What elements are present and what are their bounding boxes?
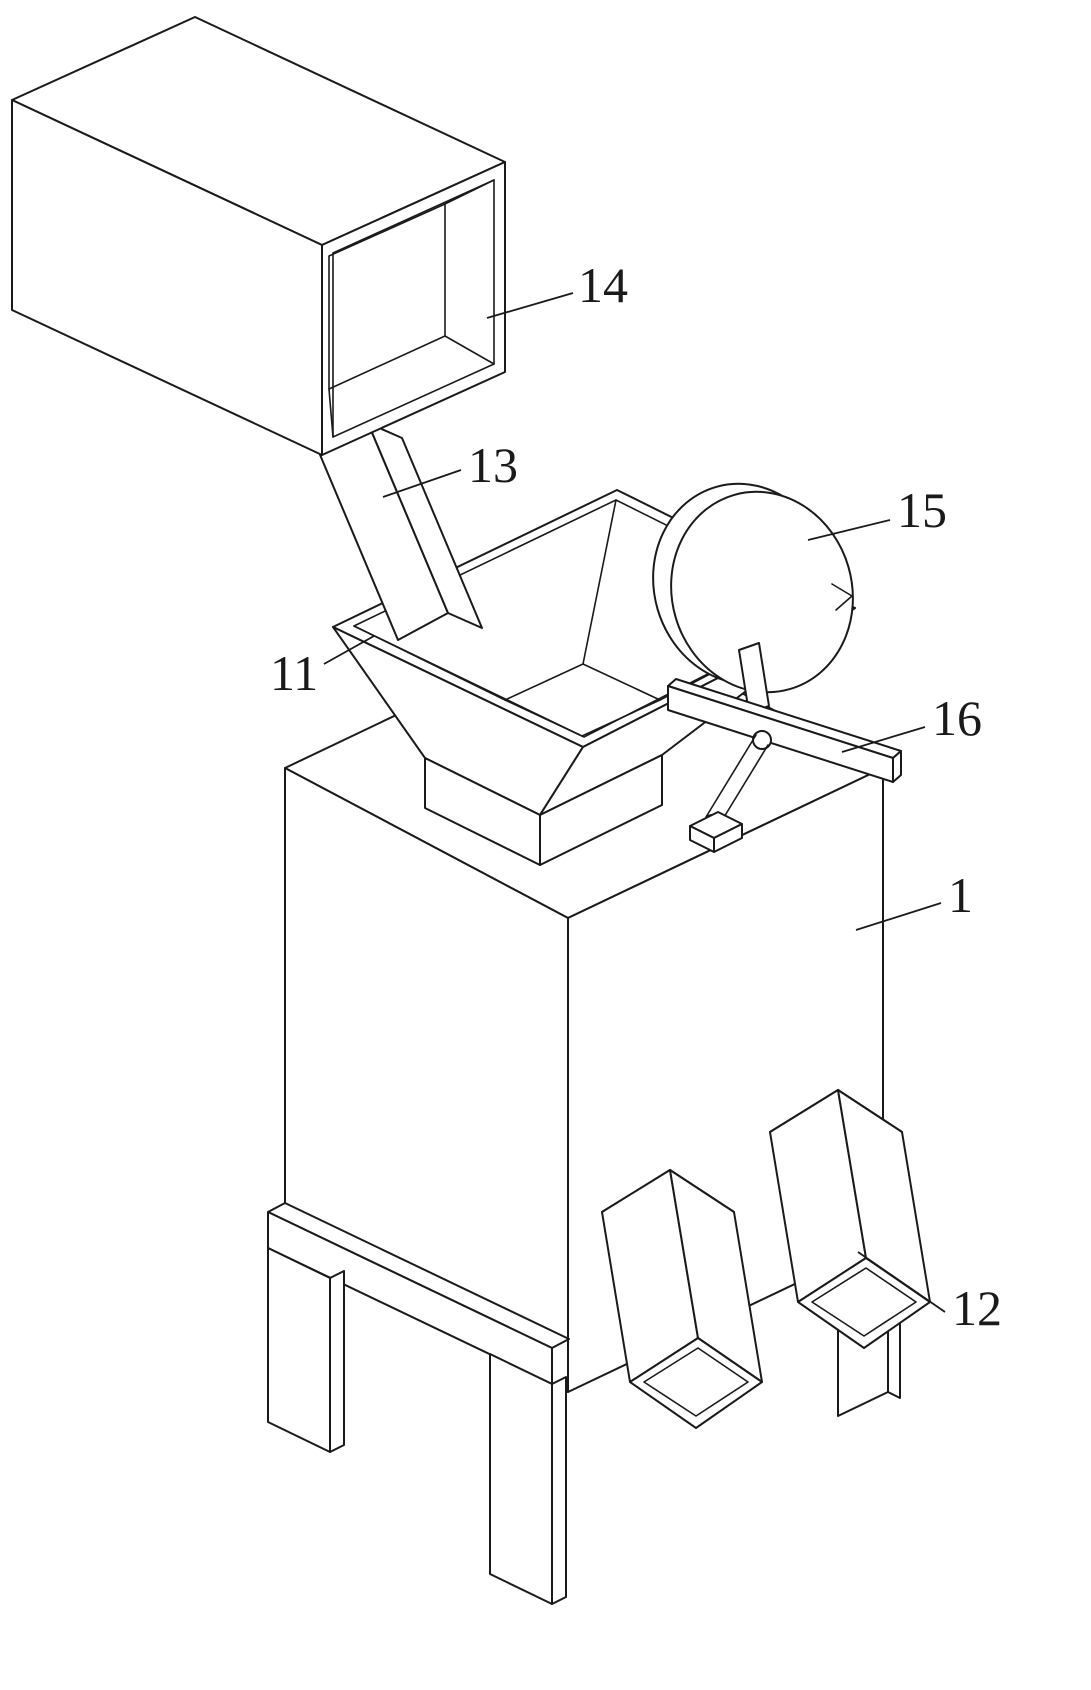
part-labels: 14 13 11 15 16 1 12 [270,257,1002,1336]
chute-right-mouth-inner [811,1267,917,1337]
part-label-12: 12 [952,1280,1002,1336]
lever-pivot-upper [752,730,772,750]
leader-line-11 [323,635,375,665]
hopper-interior-edge-left [353,625,506,701]
stand-left-leg-front [267,1247,331,1453]
feed-chute-side-face [367,422,483,629]
disc-front-face [670,490,854,694]
leader-line-14 [486,292,574,319]
hopper-interior-edge-back [582,499,617,665]
duct-interior-edge-1 [444,179,495,205]
inlet-duct [11,16,506,456]
stand-front-leg-front [489,1353,553,1605]
leader-line-1 [855,902,942,931]
chute-left-mouth-inner [643,1347,749,1417]
link-arm-edge-2 [717,744,769,828]
disc-link-tab [738,642,770,714]
disc-valve [652,482,854,714]
part-label-13: 13 [468,437,518,493]
feed-chute [317,422,483,641]
part-label-14: 14 [578,257,628,313]
stand-front-leg-side [551,1376,567,1605]
leader-line-15 [807,519,891,541]
part-label-1: 1 [948,867,973,923]
lever-bar-end-cap [892,750,902,783]
chute-left-mouth-outer [629,1337,763,1429]
leader-line-16 [841,726,926,753]
duct-interior-edge-3 [328,388,334,438]
leader-line-13 [382,469,462,498]
lever-bar [667,678,902,853]
part-label-15: 15 [897,482,947,538]
part-label-16: 16 [932,690,982,746]
discharge-chute-left [601,1169,763,1429]
part-label-11: 11 [270,645,318,701]
discharge-chute-right [769,1089,931,1349]
duct-open-end-face [321,161,506,456]
duct-interior-edge-2 [444,335,495,365]
leader-line-12 [857,1251,946,1313]
hopper-neck-right-face [539,754,663,866]
stand-left-leg-side [329,1270,345,1453]
link-arm-edge-1 [705,734,757,818]
disc-clip [831,583,853,611]
link-bracket-side [713,823,743,853]
leader-lines [323,292,946,1313]
